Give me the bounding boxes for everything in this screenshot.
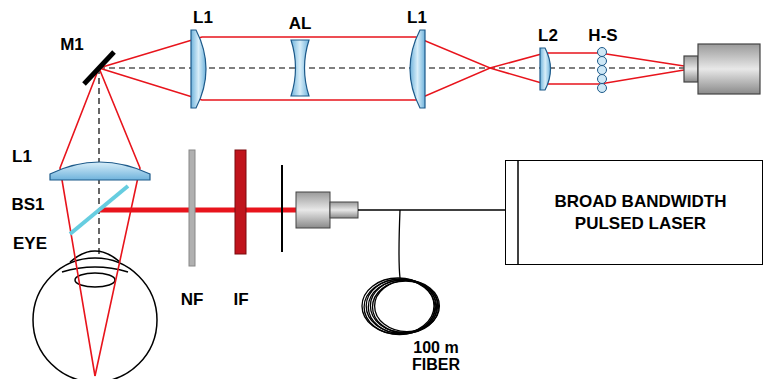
- aperture: [281, 165, 283, 252]
- interference-filter: [235, 150, 246, 254]
- fiber-coil: [362, 278, 439, 335]
- part-label: L1: [407, 9, 427, 27]
- lens: [291, 40, 309, 96]
- part-label: EYE: [13, 235, 47, 253]
- fiber-label: 100 m FIBER: [405, 340, 467, 374]
- lens: [191, 30, 206, 108]
- lens: [540, 48, 551, 90]
- lens: [50, 162, 150, 180]
- part-label: H-S: [588, 27, 617, 45]
- part-label: NF: [181, 291, 204, 309]
- part-label: L2: [538, 27, 558, 45]
- illumination-beam: [99, 208, 296, 213]
- part-label: L1: [12, 148, 32, 166]
- laser-housing-line: [517, 160, 519, 265]
- fiber-line: [358, 210, 505, 278]
- node-text: BROAD BANDWIDTH PULSED LASER: [553, 191, 728, 234]
- part-label: L1: [193, 9, 213, 27]
- fiber-collimator: [296, 192, 330, 228]
- lens: [410, 30, 425, 108]
- camera: [684, 44, 760, 94]
- mirror: [84, 52, 114, 84]
- neutral-filter: [189, 150, 195, 266]
- part-label: M1: [60, 36, 84, 54]
- laser-box: BROAD BANDWIDTH PULSED LASER: [505, 160, 763, 265]
- part-label: IF: [233, 291, 248, 309]
- part-label: BS1: [11, 196, 44, 214]
- fiber-connector: [330, 202, 358, 218]
- eye-figure: [33, 251, 157, 379]
- lenslet-array: [598, 48, 607, 93]
- beam-splitter: [70, 186, 128, 234]
- part-label: AL: [289, 15, 312, 33]
